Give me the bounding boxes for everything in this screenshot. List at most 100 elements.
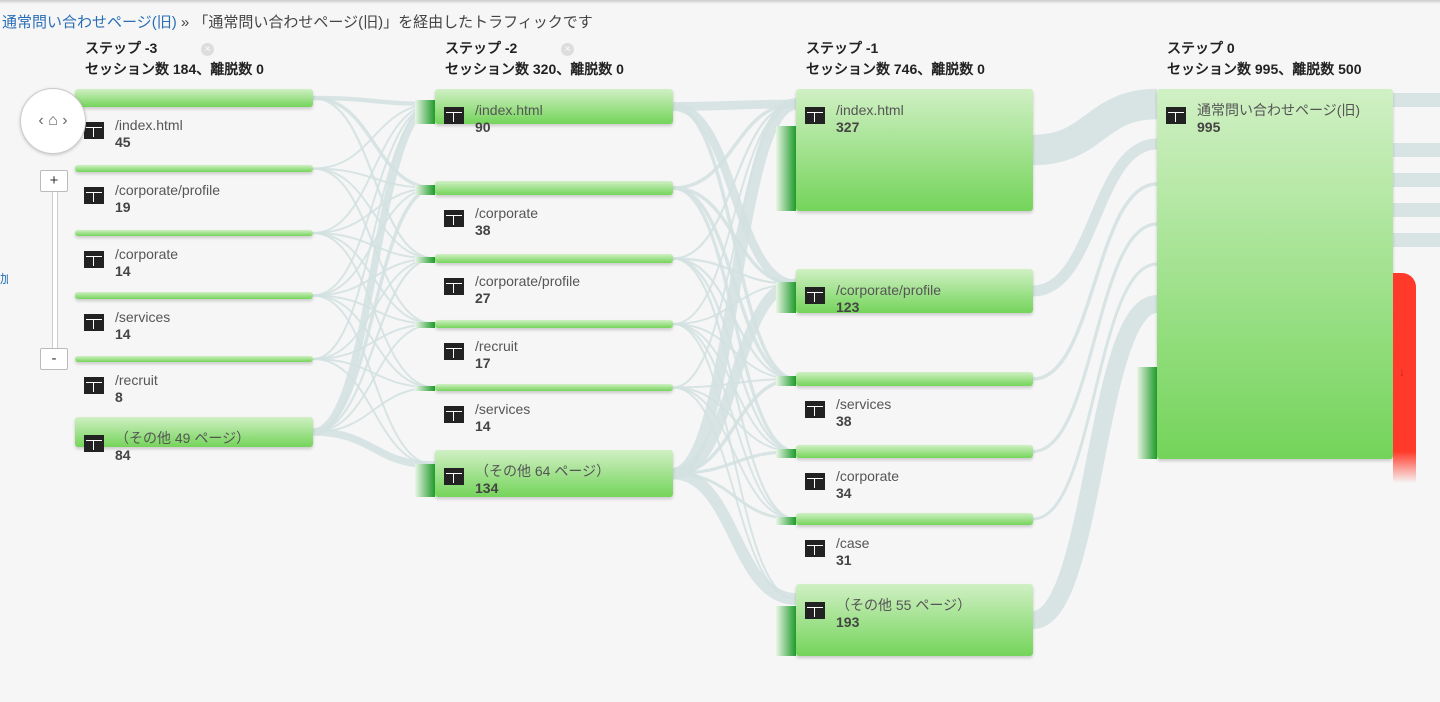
home-icon[interactable]: ⌂ (48, 112, 58, 129)
zoom-out-button[interactable]: - (40, 348, 68, 370)
remove-step-icon[interactable]: × (201, 43, 214, 56)
flow-node[interactable] (796, 445, 1033, 458)
node-page: 通常問い合わせページ(旧) (1197, 102, 1361, 118)
inbound-bar (415, 99, 435, 124)
node-page: （その他 64 ページ） (475, 463, 611, 479)
page-icon (444, 107, 464, 124)
flow-link (672, 102, 797, 289)
flow-node[interactable] (435, 181, 673, 195)
flow-node[interactable] (75, 292, 313, 299)
node-page: /corporate/profile (475, 273, 581, 289)
flow-node[interactable] (75, 356, 313, 362)
flow-node[interactable] (796, 584, 1033, 656)
flow-link (312, 323, 436, 433)
flow-link (1032, 182, 1158, 381)
page-icon (1166, 107, 1186, 124)
flow-link (672, 99, 797, 111)
exit-bar[interactable]: ↓ (1393, 273, 1416, 483)
flow-node[interactable] (75, 230, 313, 236)
flow-node[interactable] (435, 254, 673, 263)
flow-node[interactable] (435, 320, 673, 328)
flow-link (312, 103, 436, 234)
zoom-slider-track[interactable] (52, 190, 58, 350)
flow-node[interactable] (435, 89, 673, 124)
inbound-bar (415, 464, 435, 497)
flow-link (312, 294, 436, 466)
node-count: 8 (115, 389, 123, 405)
node-count: 27 (475, 290, 491, 306)
flow-node[interactable] (1157, 89, 1393, 459)
inbound-bar (415, 386, 435, 391)
flow-node[interactable] (796, 89, 1033, 211)
node-count: 17 (475, 355, 491, 371)
home-navigator[interactable]: ‹ ⌂ › (20, 88, 86, 154)
clipped-link[interactable]: 加 (0, 272, 8, 286)
page-icon (444, 278, 464, 295)
pan-right-icon[interactable]: › (62, 112, 68, 129)
inbound-bar (1137, 367, 1157, 459)
page-icon (84, 187, 104, 204)
pan-left-icon[interactable]: ‹ (38, 112, 44, 129)
remove-step-icon[interactable]: × (561, 43, 574, 56)
node-count: 38 (836, 413, 852, 429)
flow-node[interactable] (75, 417, 313, 447)
node-label[interactable]: （その他 64 ページ）134 (475, 463, 610, 497)
flow-node[interactable] (796, 513, 1033, 525)
flow-link (672, 278, 797, 479)
node-count: 193 (836, 614, 860, 630)
page-icon (84, 435, 104, 452)
node-page: /index.html (115, 117, 183, 133)
flow-link (672, 257, 797, 453)
inbound-bar (415, 322, 435, 328)
node-count: 90 (475, 119, 491, 135)
page-icon (805, 401, 825, 418)
node-count: 31 (836, 552, 852, 568)
node-count: 38 (475, 222, 491, 238)
flow-link (1032, 138, 1158, 297)
flow-node[interactable] (75, 89, 313, 107)
flow-link (672, 386, 797, 520)
inbound-bar (415, 185, 435, 195)
inbound-bar (415, 256, 435, 263)
flow-node[interactable] (435, 450, 673, 497)
flow-node[interactable] (435, 384, 673, 391)
flow-link (312, 428, 436, 469)
flow-node[interactable] (75, 165, 313, 172)
breadcrumb-link[interactable]: 通常問い合わせページ(旧) (2, 14, 177, 31)
page-icon (84, 314, 104, 331)
inbound-bar (776, 448, 796, 458)
page-icon (805, 602, 825, 619)
flow-link (1032, 88, 1158, 166)
page-icon (84, 122, 104, 139)
step-summary: セッション数 320、離脱数 0 (445, 61, 624, 77)
node-label[interactable]: （その他 49 ページ）84 (115, 430, 250, 464)
zoom-in-button[interactable]: + (40, 170, 68, 192)
inbound-bar (776, 376, 796, 386)
page-icon (805, 473, 825, 490)
node-label[interactable]: （その他 55 ページ）193 (836, 597, 971, 631)
flow-node[interactable] (796, 269, 1033, 313)
exit-arrow-icon: ↓ (1399, 365, 1405, 379)
step-summary: セッション数 746、離脱数 0 (806, 61, 985, 77)
node-count: 84 (115, 447, 131, 463)
flow-link (312, 186, 436, 434)
page-icon (805, 287, 825, 304)
flow-node[interactable] (796, 372, 1033, 386)
node-label[interactable]: 通常問い合わせページ(旧)995 (1197, 102, 1360, 136)
